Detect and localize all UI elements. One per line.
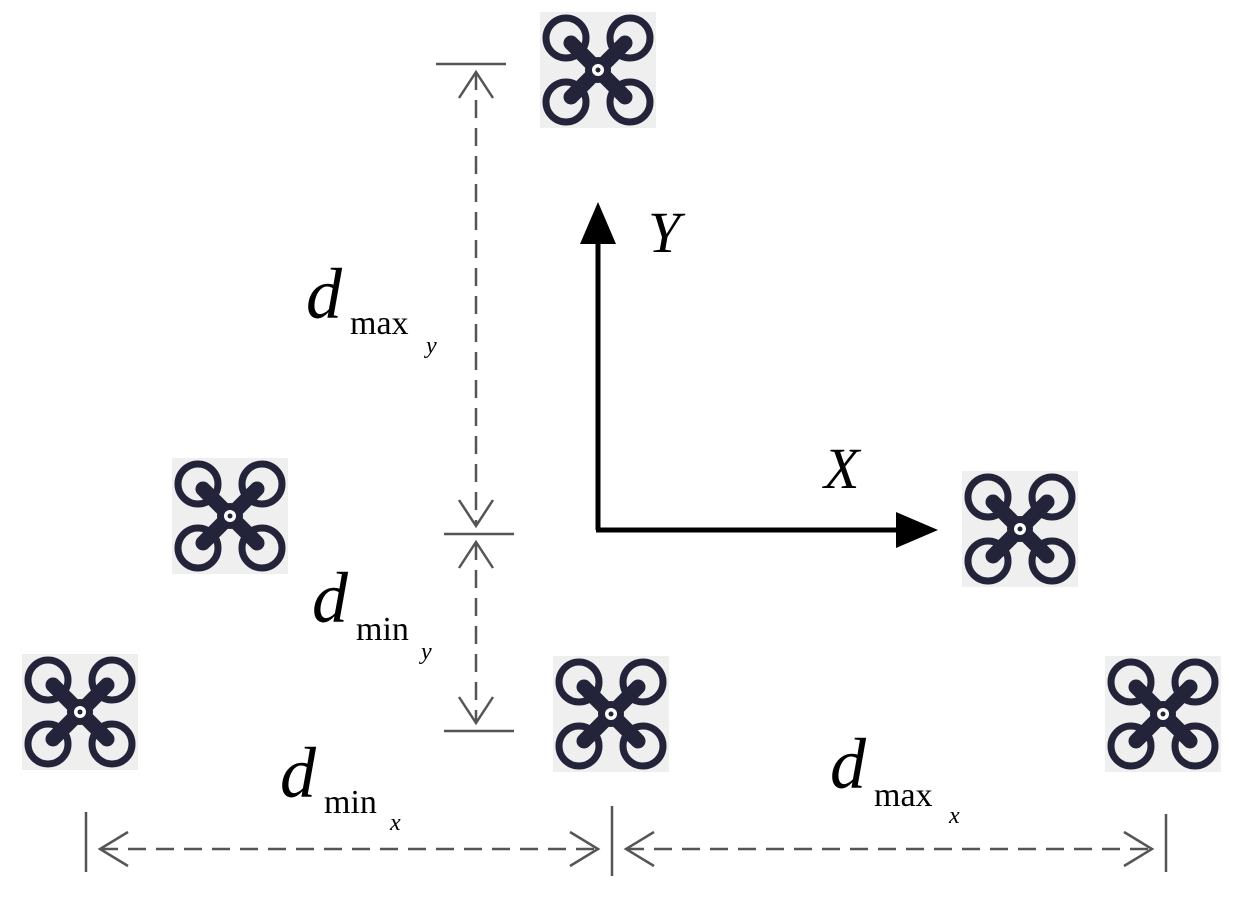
svg-text:d: d bbox=[306, 254, 343, 334]
svg-text:max: max bbox=[874, 777, 933, 814]
label-d-max-y: d max y bbox=[306, 254, 437, 359]
label-d-min-x: d min x bbox=[280, 733, 401, 836]
x-axis-label: X bbox=[822, 436, 862, 501]
drone-bottom-left-icon bbox=[22, 654, 138, 770]
y-axis-label: Y bbox=[648, 200, 686, 265]
d-max-y-arrow-down bbox=[457, 499, 495, 529]
y-axis-arrowhead bbox=[580, 202, 616, 244]
x-axis-arrowhead bbox=[896, 512, 938, 548]
drone-bottom-center-icon bbox=[553, 656, 669, 772]
coordinate-axes: Y X bbox=[580, 200, 938, 548]
drone-left-icon bbox=[172, 458, 288, 574]
vertical-dimensions bbox=[436, 62, 514, 733]
horizontal-dimensions bbox=[84, 806, 1168, 876]
drone-bottom-right-icon bbox=[1105, 656, 1221, 772]
drone-top-icon bbox=[540, 12, 656, 128]
d-max-x-arrow-left bbox=[623, 830, 655, 868]
svg-text:d: d bbox=[312, 558, 349, 638]
svg-text:min: min bbox=[356, 611, 409, 648]
svg-text:y: y bbox=[424, 333, 437, 359]
svg-text:d: d bbox=[830, 724, 867, 804]
drone-right-icon bbox=[962, 471, 1078, 587]
svg-text:max: max bbox=[350, 305, 409, 342]
label-d-max-x: d max x bbox=[830, 724, 960, 829]
d-min-x-arrow-right bbox=[569, 830, 601, 868]
svg-text:d: d bbox=[280, 733, 317, 813]
d-max-x-arrow-right bbox=[1123, 830, 1155, 868]
label-d-min-y: d min y bbox=[312, 558, 432, 665]
svg-text:x: x bbox=[389, 810, 401, 836]
d-min-y-arrow-up bbox=[457, 539, 495, 569]
svg-text:x: x bbox=[948, 803, 960, 829]
d-min-x-arrow-left bbox=[97, 830, 129, 868]
svg-text:min: min bbox=[324, 784, 377, 821]
d-min-y-arrow-down bbox=[457, 696, 495, 726]
svg-text:y: y bbox=[419, 639, 432, 665]
d-max-y-arrow-up bbox=[457, 69, 495, 99]
